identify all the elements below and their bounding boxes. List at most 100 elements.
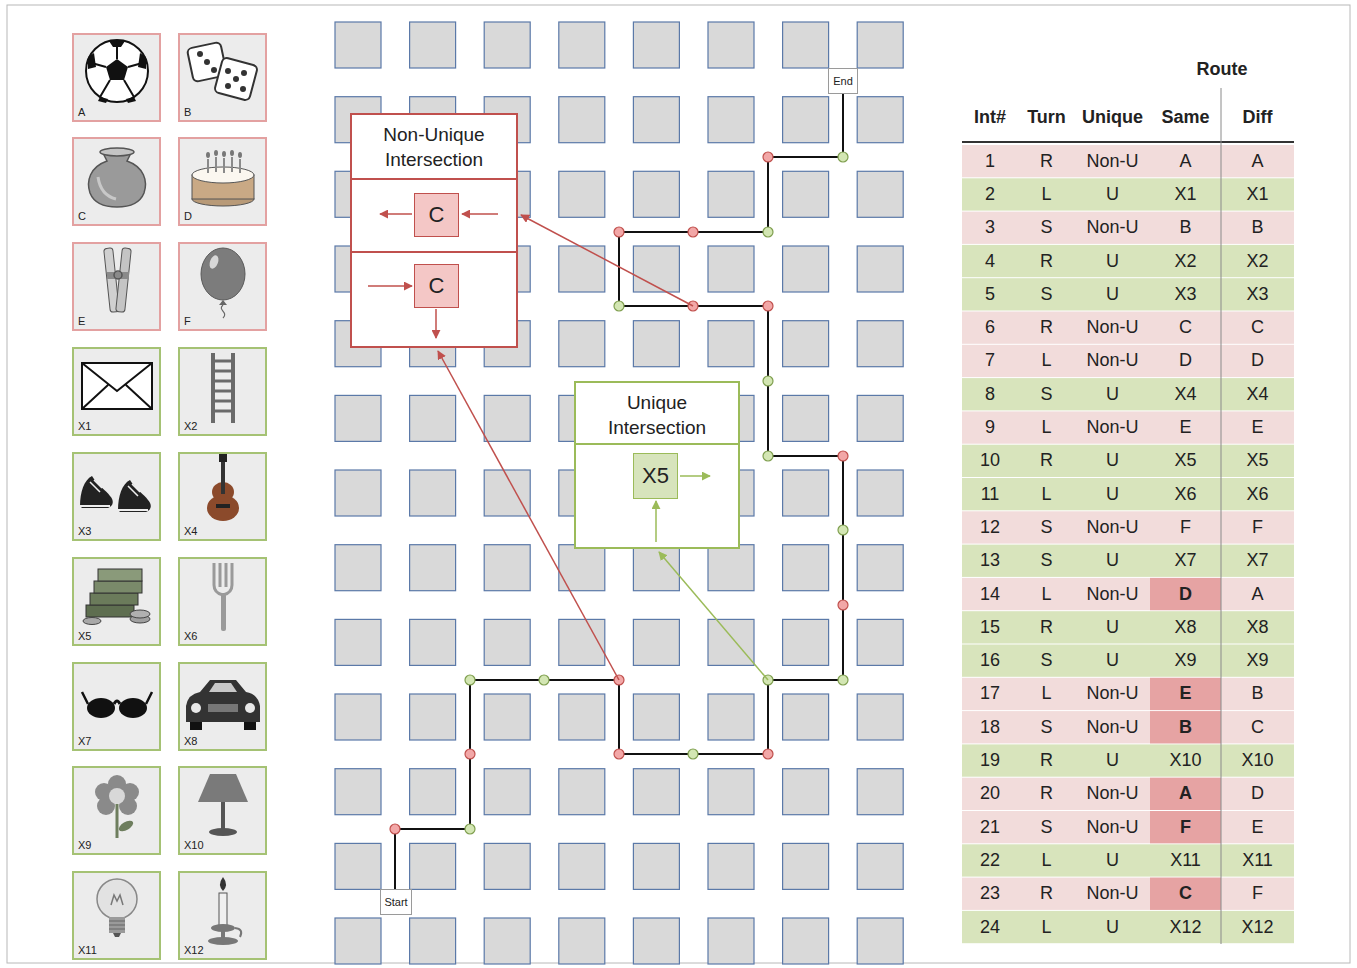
table-column-heading: Int# <box>962 97 1018 137</box>
fork-picture <box>220 563 226 587</box>
table-row <box>962 611 1294 643</box>
shoes-picture <box>128 484 140 496</box>
city-block <box>633 918 679 964</box>
city-block <box>410 395 456 441</box>
picture-tile: X11 <box>72 871 161 960</box>
city-block <box>857 619 903 665</box>
table-cell: Non-U <box>1075 778 1150 810</box>
intersection-dot <box>465 675 475 685</box>
table-cell-text: X6 <box>1174 484 1196 505</box>
table-cell-text: B <box>1251 683 1263 704</box>
table-row <box>962 911 1294 943</box>
flower-picture <box>95 775 139 838</box>
table-cell: X10 <box>1150 744 1221 776</box>
direction-arrow <box>462 213 498 215</box>
tile-background <box>73 663 160 750</box>
tile-label: X12 <box>184 944 204 957</box>
table-cell: 22 <box>962 844 1018 876</box>
table-cell: B <box>1221 212 1294 244</box>
table-row <box>962 145 1294 177</box>
city-block <box>335 395 381 441</box>
ball-picture <box>106 59 128 80</box>
table-cell-text: 13 <box>980 550 1000 571</box>
balloon-picture <box>219 300 227 305</box>
table-cell: 8 <box>962 378 1018 410</box>
guitar-picture <box>219 454 227 462</box>
intersection-dot <box>465 824 475 834</box>
money-picture <box>98 569 142 581</box>
table-cell: F <box>1221 878 1294 910</box>
envelope-picture <box>82 363 152 409</box>
table-cell: X4 <box>1221 378 1294 410</box>
city-block <box>708 321 754 367</box>
table-cell: X9 <box>1221 645 1294 677</box>
city-block <box>783 321 829 367</box>
table-cell-text: X11 <box>1170 850 1201 871</box>
table-cell: Non-U <box>1075 878 1150 910</box>
city-block <box>335 918 381 964</box>
table-cell-text: S <box>1040 650 1052 671</box>
table-cell-text: C <box>1251 317 1264 338</box>
table-cell-text: U <box>1106 284 1119 305</box>
landmark-box: X5 <box>633 453 678 499</box>
table-cell: L <box>1018 411 1075 443</box>
tile-label: X3 <box>78 525 91 538</box>
city-block <box>559 769 605 815</box>
table-cell-text: Non-U <box>1086 317 1138 338</box>
table-cell-text: C <box>1179 317 1192 338</box>
tile-label: X11 <box>78 944 97 957</box>
table-cell: X2 <box>1221 245 1294 277</box>
tile-label: B <box>184 106 191 119</box>
table-cell-text: F <box>1252 883 1263 904</box>
bulb-picture <box>97 879 137 937</box>
table-cell: U <box>1075 178 1150 210</box>
table-cell: 3 <box>962 212 1018 244</box>
city-block <box>783 545 829 591</box>
terminal-label: End <box>833 75 853 88</box>
city-block <box>410 769 456 815</box>
envelope-picture <box>82 363 152 409</box>
dice-picture <box>241 70 247 76</box>
picture-tile: E <box>72 242 161 331</box>
glasses-picture <box>119 698 147 718</box>
envelope-picture <box>82 363 152 409</box>
city-block <box>857 694 903 740</box>
intersection-dot <box>763 451 773 461</box>
landmark-label: X5 <box>642 463 669 489</box>
cake-picture <box>238 152 242 158</box>
table-cell: X11 <box>1221 844 1294 876</box>
city-block <box>410 545 456 591</box>
tile-label: D <box>184 210 192 223</box>
table-row <box>962 411 1294 443</box>
table-cell: L <box>1018 345 1075 377</box>
table-cell-text: S <box>1040 717 1052 738</box>
table-cell-text: X11 <box>1242 850 1273 871</box>
table-cell-text: 15 <box>980 617 1000 638</box>
candle-picture <box>208 877 241 945</box>
money-picture <box>130 610 150 618</box>
table-group-heading: Route <box>1150 55 1294 83</box>
route-line <box>395 94 843 889</box>
intersection-dot <box>838 451 848 461</box>
table-cell-text: R <box>1040 783 1053 804</box>
ball-picture <box>88 41 146 103</box>
table-row <box>962 545 1294 577</box>
table-cell-text: C <box>1251 717 1264 738</box>
table-cell: R <box>1018 878 1075 910</box>
city-block <box>708 619 754 665</box>
table-cell: C <box>1221 312 1294 344</box>
bulb-picture <box>109 917 125 933</box>
picture-tile: X7 <box>72 662 161 751</box>
table-cell-text: 14 <box>980 584 1000 605</box>
guitar-picture <box>221 458 225 494</box>
table-cell-text: 18 <box>980 717 1000 738</box>
table-cell: L <box>1018 578 1075 610</box>
tile-label: A <box>78 106 85 119</box>
table-cell-text: U <box>1106 917 1119 938</box>
city-block <box>410 619 456 665</box>
changed-cell <box>1150 778 1221 810</box>
table-cell: 9 <box>962 411 1018 443</box>
city-block <box>633 246 679 292</box>
fork-picture <box>214 563 232 595</box>
